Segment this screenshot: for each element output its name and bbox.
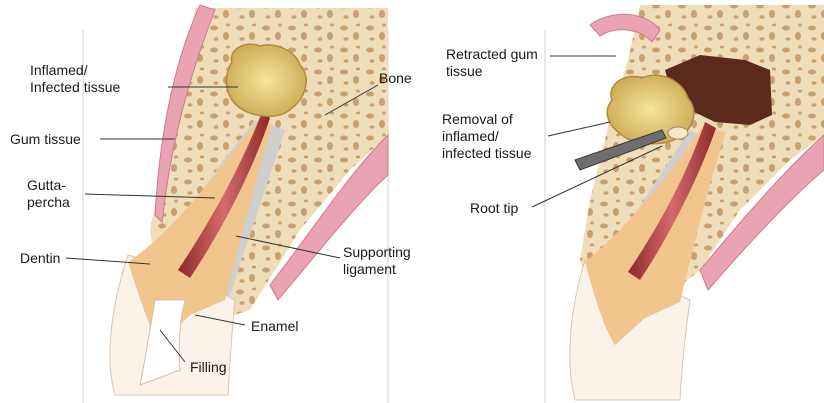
label-inflamed-line2: Infected tissue [30, 79, 120, 96]
label-retracted-line2: tissue [446, 63, 538, 80]
label-inflamed-line1: Inflamed/ [30, 62, 120, 79]
label-removal-line2: inflamed/ [442, 128, 532, 145]
label-gutta-percha: Gutta- percha [27, 177, 70, 211]
label-gutta-line1: Gutta- [27, 177, 70, 194]
label-enamel: Enamel [251, 318, 298, 335]
right-panel-illustration [532, 5, 824, 403]
label-supporting-line1: Supporting [343, 244, 411, 261]
root-tip [668, 127, 688, 139]
label-root-tip: Root tip [470, 200, 518, 217]
label-inflamed-tissue: Inflamed/ Infected tissue [30, 62, 120, 96]
label-gum-tissue: Gum tissue [10, 131, 81, 148]
label-bone: Bone [379, 70, 412, 87]
label-removal-line1: Removal of [442, 111, 532, 128]
label-gutta-line2: percha [27, 194, 70, 211]
label-removal: Removal of inflamed/ infected tissue [442, 111, 532, 162]
label-dentin: Dentin [20, 250, 60, 267]
label-filling: Filling [190, 359, 227, 376]
label-retracted-line1: Retracted gum [446, 46, 538, 63]
infected-tissue [226, 44, 306, 116]
label-removal-line3: infected tissue [442, 145, 532, 162]
label-supporting-ligament: Supporting ligament [343, 244, 411, 278]
label-supporting-line2: ligament [343, 261, 411, 278]
label-retracted-gum: Retracted gum tissue [446, 46, 538, 80]
